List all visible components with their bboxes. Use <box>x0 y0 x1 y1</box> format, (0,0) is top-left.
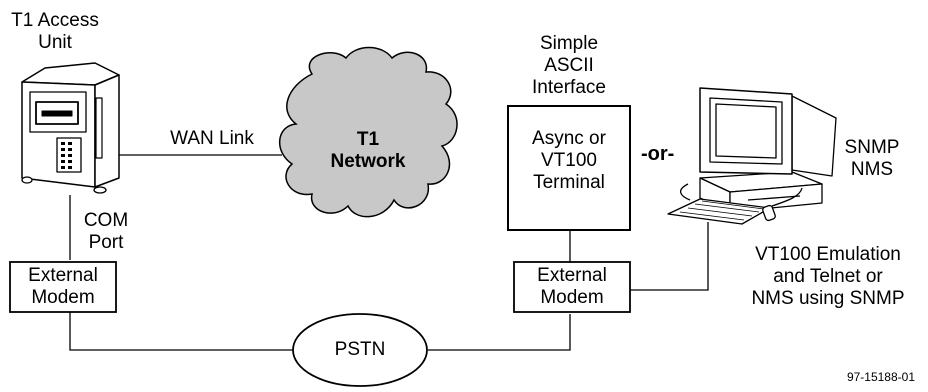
chassis-handle <box>95 97 103 159</box>
mouse-cable <box>771 187 803 207</box>
wan-link-label: WAN Link <box>170 128 254 149</box>
simple-ascii-label: Simple ASCII Interface <box>532 33 606 98</box>
keyboard-keys <box>679 200 765 221</box>
com-port-label: COM Port <box>83 210 129 253</box>
figure-id: 97-15188-01 <box>847 370 915 384</box>
terminal-label: Async or VT100 Terminal <box>532 128 606 193</box>
drive-slot <box>747 195 801 201</box>
connection-lines <box>69 154 709 351</box>
nms-computer-icon <box>667 87 837 225</box>
external-modem-right-box <box>513 261 631 313</box>
pstn-right-modem-line <box>428 314 571 351</box>
display-bar <box>41 110 73 117</box>
mouse <box>762 204 776 222</box>
modem-nms-line <box>630 222 709 291</box>
pstn-label: PSTN <box>334 339 386 360</box>
t1-access-unit-icon <box>21 62 120 194</box>
pstn-oval <box>292 313 428 387</box>
chassis-foot <box>93 186 107 194</box>
or-label: -or- <box>641 143 674 165</box>
t1-network-cloud <box>278 46 458 218</box>
t1-network-label: T1 Network <box>330 129 406 172</box>
status-leds <box>61 142 72 169</box>
external-modem-left-label: External Modem <box>28 265 98 308</box>
keyboard-cable <box>680 183 691 201</box>
vt100-emulation-label: VT100 Emulation and Telnet or NMS using … <box>751 244 905 309</box>
monitor-screen-inner <box>715 103 777 159</box>
external-modem-left-box <box>9 261 117 313</box>
t1-access-unit-label: T1 Access Unit <box>11 10 99 53</box>
terminal-box <box>507 105 631 231</box>
left-modem-pstn-line <box>69 310 293 351</box>
snmp-nms-label: SNMP NMS <box>844 137 900 180</box>
chassis-foot <box>21 176 33 184</box>
external-modem-right-label: External Modem <box>537 265 607 308</box>
